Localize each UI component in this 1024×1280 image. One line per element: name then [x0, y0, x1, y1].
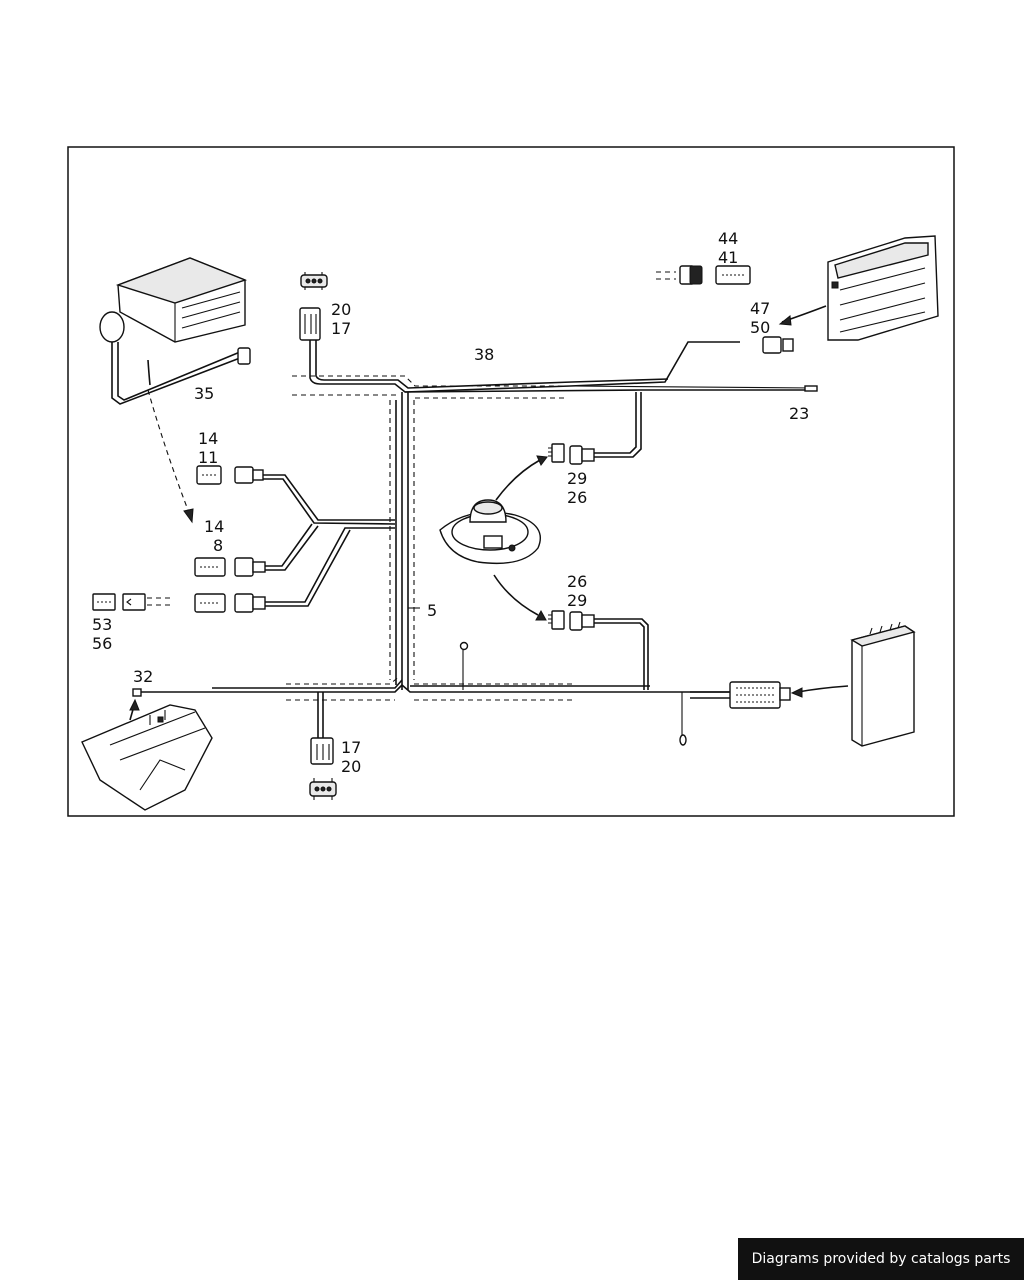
callout-14-lower: 14: [204, 517, 224, 536]
harness-vertical-trunk: [389, 392, 420, 690]
callout-50: 50: [750, 318, 770, 337]
connector-bottom-right: [690, 681, 791, 709]
air-pump-35: [99, 257, 251, 405]
callout-labels: 44 41 20 17 47 50 38 35 23 14 11 29 26 1…: [92, 229, 809, 776]
mounting-bracket-32: [81, 704, 213, 811]
callout-29-upper: 29: [567, 469, 587, 488]
arrow-to-bottom-connector: [797, 685, 849, 693]
callout-26-upper: 26: [567, 488, 587, 507]
connector-29-26-upper: [548, 392, 642, 465]
callout-11: 11: [198, 448, 218, 467]
connector-17-20-bottom: [309, 692, 337, 800]
harness-top-trunk: [292, 340, 818, 399]
callout-17-top: 17: [331, 319, 351, 338]
diagram-frame: [67, 146, 955, 817]
harness-bottom-trunk: [132, 641, 730, 746]
horn-unit: [439, 499, 542, 565]
callout-38: 38: [474, 345, 494, 364]
control-unit-bottom-right: [850, 621, 916, 747]
connector-20-17-top: [299, 272, 328, 341]
callout-20-bottom: 20: [341, 757, 361, 776]
arrow-35-to-14-8: [147, 389, 189, 511]
callout-41: 41: [718, 248, 738, 267]
callout-47: 47: [750, 299, 770, 318]
footer-banner: Diagrams provided by catalogs parts: [738, 1238, 1024, 1280]
callout-29-lower: 29: [567, 591, 587, 610]
arrow-horn-to-26-29: [493, 574, 539, 616]
callout-20-top: 20: [331, 300, 351, 319]
connector-14-11: [196, 465, 396, 525]
callout-56: 56: [92, 634, 112, 653]
callout-35: 35: [194, 384, 214, 403]
control-unit-top-right: [827, 235, 939, 341]
connector-14-8: [194, 523, 319, 577]
callout-44: 44: [718, 229, 738, 248]
connector-26-29-lower: [548, 610, 649, 690]
callout-17-bottom: 17: [341, 738, 361, 757]
callout-26-lower: 26: [567, 572, 587, 591]
callout-53: 53: [92, 615, 112, 634]
callout-23: 23: [789, 404, 809, 423]
connector-47-50: [762, 336, 794, 354]
callout-8: 8: [213, 536, 223, 555]
callout-32: 32: [133, 667, 153, 686]
callout-14-upper: 14: [198, 429, 218, 448]
connector-53-56: [92, 527, 395, 613]
connector-44-41: [656, 265, 751, 285]
callout-5: 5: [427, 601, 437, 620]
footer-text: Diagrams provided by catalogs parts: [751, 1251, 1011, 1267]
arrow-horn-to-29-26: [495, 459, 541, 501]
